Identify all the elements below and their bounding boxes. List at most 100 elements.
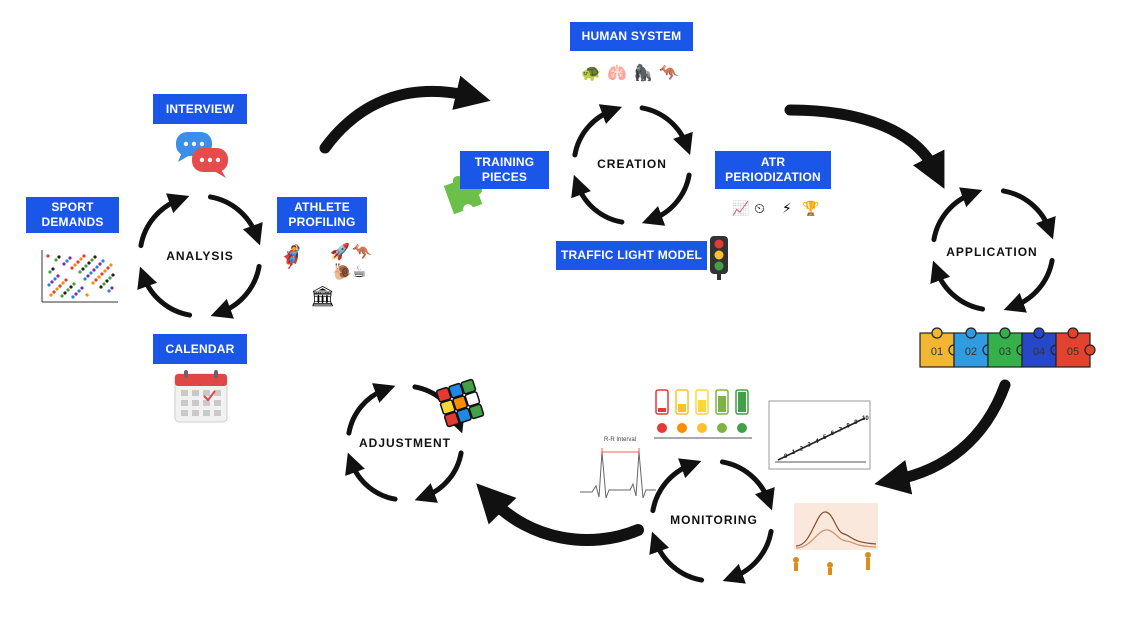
battery [735, 389, 749, 415]
battery [695, 389, 709, 415]
superhero-icon: 🦸 [278, 245, 306, 270]
chat-bubbles-icon [176, 132, 228, 178]
cycle-arc-analysis-2 [210, 263, 262, 319]
cube-sticker [452, 395, 468, 411]
cube-sticker [439, 399, 456, 415]
scatter-dot [57, 255, 61, 259]
cycle-arc-application-3 [930, 260, 986, 312]
scatter-dot [98, 262, 102, 266]
traffic-light-icon [710, 236, 728, 280]
label-training-pieces: TRAINING PIECES [460, 151, 549, 189]
battery-levels [654, 389, 752, 439]
label-training-pieces-line1: TRAINING [474, 155, 535, 169]
cycle-arc-adjustment-3 [345, 452, 398, 502]
cycle-arc-application-1 [1000, 188, 1056, 240]
scatter-dot [60, 294, 64, 298]
step-number: 10 [862, 416, 869, 422]
scatter-dot [103, 269, 107, 273]
scatter-dot [73, 263, 77, 267]
step-number: 2 [800, 446, 804, 452]
scatter-dot [97, 275, 101, 279]
battery [715, 389, 729, 415]
puzzle-piece: 05 [1055, 327, 1096, 368]
step-number: 6 [831, 431, 835, 437]
scatter-dot [105, 279, 109, 283]
scatter-dot [72, 282, 76, 286]
arrow-monitoring-to-adjustment [476, 483, 644, 546]
cycle-arc-monitoring-4 [650, 458, 702, 514]
cube-sticker [443, 411, 460, 428]
cycle-arc-monitoring-1 [719, 459, 775, 511]
scatter-dot [95, 265, 99, 269]
cube-sticker [464, 391, 481, 407]
calendar-cell [192, 410, 199, 416]
scatter-dot [87, 261, 91, 265]
battery [655, 389, 669, 415]
turtle-icon: 🐢 [581, 63, 601, 82]
battery-level [678, 404, 686, 412]
scatter-dot [93, 255, 97, 259]
gauge-icon: ⏲ [754, 201, 765, 217]
battery-level [738, 392, 746, 412]
scatter-dot [99, 285, 103, 289]
cycle-arc-creation-4 [572, 104, 623, 158]
puzzle-piece-label: 05 [1067, 346, 1079, 358]
puzzle-piece-label: 04 [1033, 346, 1045, 358]
calendar-cell [181, 400, 188, 406]
label-atr-line2: PERIODIZATION [725, 170, 821, 184]
puzzle-piece: 03 [987, 327, 1028, 368]
cycle-label-creation: CREATION [597, 157, 667, 171]
label-athlete-profiling-line2: PROFILING [288, 215, 356, 229]
label-sport-demands-line1: SPORT [51, 200, 94, 214]
cube-sticker [460, 378, 477, 395]
scatter-dot [46, 254, 50, 258]
scatter-dot [61, 281, 65, 285]
cycle-arc-application-4 [931, 187, 983, 243]
arrow-creation-to-application [784, 104, 945, 189]
sport-demands-chart [41, 250, 118, 303]
mood-face-icon [737, 423, 747, 433]
lightning-icon: ⚡ [782, 201, 792, 217]
scatter-dot [55, 287, 59, 291]
trophy-icon: 🏆 [802, 201, 820, 217]
calendar-cell [192, 400, 199, 406]
label-calendar: CALENDAR [153, 334, 247, 364]
mood-face-icon [677, 423, 687, 433]
scatter-dot [76, 260, 80, 264]
scatter-dot [111, 273, 115, 277]
scatter-dot [71, 295, 75, 299]
scatter-dot [80, 286, 84, 290]
label-sport-demands-line2: DEMANDS [41, 215, 104, 229]
scatter-dot [108, 276, 112, 280]
step-number: 0 [784, 454, 788, 460]
rubiks-cube-icon [435, 378, 485, 428]
scatter-dot [91, 281, 95, 285]
bank-icon: 🏛 [310, 284, 336, 308]
rr-interval-label: R-R Interval [604, 437, 637, 443]
cycle-arc-creation-2 [641, 172, 692, 226]
scatter-dot [78, 270, 82, 274]
cycle-arc-monitoring-2 [722, 528, 774, 584]
step-number: 9 [854, 420, 858, 426]
label-human-system: HUMAN SYSTEM [570, 22, 693, 51]
battery [675, 389, 689, 415]
scatter-dot [52, 290, 56, 294]
cycle-label-adjustment: ADJUSTMENT [358, 436, 451, 450]
step-number: 7 [839, 427, 843, 433]
scatter-dot [100, 272, 104, 276]
scatter-dot [64, 278, 68, 282]
calendar-cell [192, 390, 199, 396]
puzzle-piece-label: 02 [965, 346, 977, 358]
cycle-label-monitoring: MONITORING [670, 513, 758, 527]
scatter-dot [81, 267, 85, 271]
gorilla-icon: 🦍 [633, 63, 653, 82]
scatter-dot [53, 277, 57, 281]
step-number: 3 [807, 443, 811, 449]
scatter-dot [70, 266, 74, 270]
puzzle-piece-label: 01 [931, 346, 943, 358]
rocket-icon: 🚀 [330, 242, 350, 261]
scatter-dot [101, 259, 105, 263]
cube-sticker [435, 386, 452, 403]
scatter-dot [63, 291, 67, 295]
